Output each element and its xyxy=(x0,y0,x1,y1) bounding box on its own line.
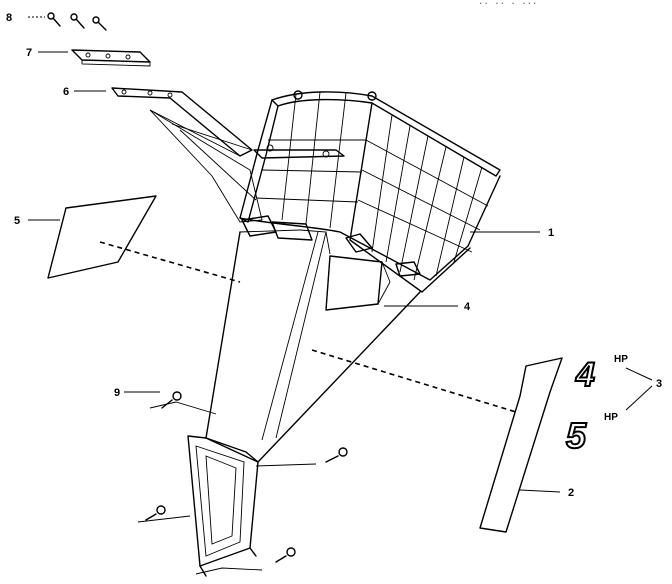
part-7-bracket xyxy=(38,49,151,67)
alignment-line-5 xyxy=(99,241,241,283)
hp4-unit: HP xyxy=(614,354,628,365)
callout-3: 3 xyxy=(656,378,662,390)
callout-5: 5 xyxy=(14,215,20,227)
callout-8: 8 xyxy=(6,12,12,24)
part-4-deflector xyxy=(325,255,458,311)
part-5-decal xyxy=(28,195,157,279)
callout-2: 2 xyxy=(568,487,574,499)
part-1-wire-basket xyxy=(239,90,540,293)
discharge-chute xyxy=(187,229,421,577)
hp5-unit: HP xyxy=(604,412,618,423)
callout-4: 4 xyxy=(464,301,471,313)
alignment-line-2 xyxy=(311,349,517,413)
part-2-stripe xyxy=(479,357,563,533)
callout-6: 6 xyxy=(63,86,69,98)
callout-9: 9 xyxy=(114,387,120,399)
part-8-screws xyxy=(28,12,107,31)
chute-upper-neck xyxy=(149,109,263,223)
callout-1: 1 xyxy=(548,227,554,239)
part-6-mount-plate xyxy=(74,87,253,157)
hp5-number: 5 xyxy=(566,415,587,456)
part-9-screws xyxy=(124,391,348,575)
hp4-number: 4 xyxy=(575,356,595,394)
callout-7: 7 xyxy=(26,47,32,59)
part-3-hp-decals: 4 HP 5 HP xyxy=(565,354,653,457)
corner-text: ·· ·· · ··· xyxy=(478,0,537,9)
